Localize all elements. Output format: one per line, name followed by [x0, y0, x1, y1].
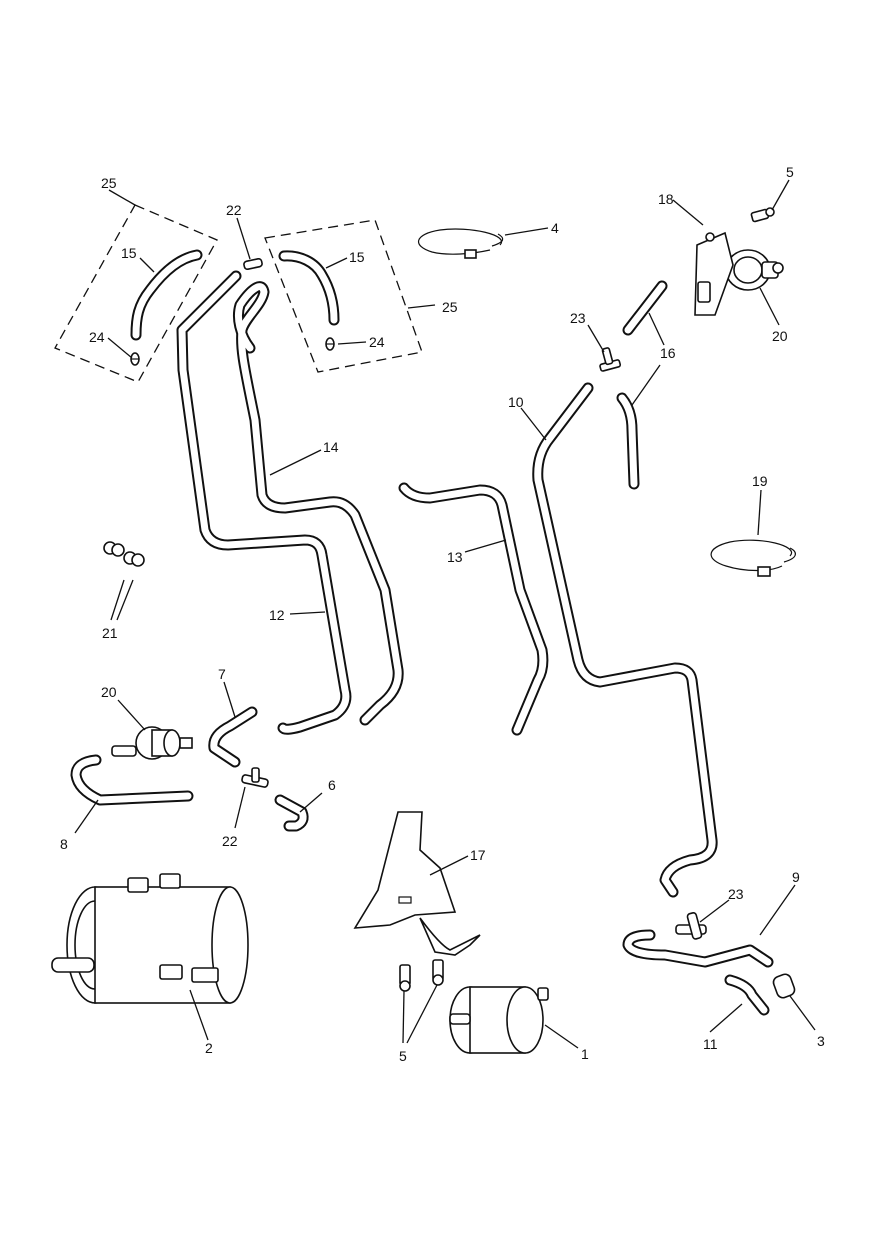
- callout-8: 8: [60, 836, 68, 852]
- hose-6: [274, 794, 309, 832]
- hose-clamp-19: [710, 539, 796, 577]
- callout-24-left: 24: [89, 329, 105, 345]
- clips-21: [103, 541, 145, 567]
- callout-15-left: 15: [121, 245, 137, 261]
- bolt-5-top: [750, 207, 775, 223]
- kit-box-right: [264, 219, 423, 373]
- t-connector-23-top: [599, 347, 622, 372]
- callout-22-lower: 22: [222, 833, 238, 849]
- callout-13: 13: [447, 549, 463, 565]
- callout-6: 6: [328, 777, 336, 793]
- pipe-10: [532, 382, 718, 898]
- callout-19: 19: [752, 473, 768, 489]
- callout-1: 1: [581, 1046, 589, 1062]
- callout-12: 12: [269, 607, 285, 623]
- hose-16-lower: [616, 392, 640, 490]
- callout-15-right: 15: [349, 249, 365, 265]
- fuel-filter-1: [449, 986, 549, 1054]
- bolts-5-bottom: [399, 959, 444, 992]
- callout-21: 21: [102, 625, 118, 641]
- callout-7: 7: [218, 666, 226, 682]
- callout-20-right: 20: [772, 328, 788, 344]
- fuel-filter-20-small: [111, 726, 193, 760]
- callout-23-top: 23: [570, 310, 586, 326]
- hose-11: [724, 974, 770, 1016]
- t-connector-23-lower: [675, 912, 707, 940]
- callout-10: 10: [508, 394, 524, 410]
- callout-14: 14: [323, 439, 339, 455]
- charcoal-canister-2: [51, 873, 249, 1004]
- callout-4: 4: [551, 220, 559, 236]
- callout-2: 2: [205, 1040, 213, 1056]
- callout-16: 16: [660, 345, 676, 361]
- callout-5-top: 5: [786, 164, 794, 180]
- clip-24-right: [325, 337, 335, 351]
- pipe-12: [176, 270, 352, 735]
- t-connector-22-lower: [241, 767, 269, 788]
- callout-23-lower: 23: [728, 886, 744, 902]
- hose-clamp-4: [418, 228, 504, 259]
- pipe-13: [398, 482, 549, 736]
- hose-7: [208, 706, 258, 768]
- hose-end-3: [772, 973, 796, 999]
- bracket-17: [353, 811, 481, 956]
- bracket-18: [694, 231, 734, 316]
- hose-15-left: [130, 249, 203, 341]
- pressure-regulator-20: [725, 249, 784, 291]
- callout-5-bottom: 5: [399, 1048, 407, 1064]
- connector-22-top: [243, 257, 263, 271]
- callout-11: 11: [703, 1036, 718, 1052]
- leader-lines: [74, 179, 816, 1049]
- callout-24-right: 24: [369, 334, 385, 350]
- callout-25-right: 25: [442, 299, 458, 315]
- pipe-14: [232, 281, 404, 726]
- callout-3: 3: [817, 1033, 825, 1049]
- hose-8: [70, 754, 194, 806]
- clip-24-left: [130, 352, 140, 366]
- callout-25-left: 25: [101, 175, 117, 191]
- hose-9: [622, 929, 774, 968]
- callout-18: 18: [658, 191, 674, 207]
- callout-9: 9: [792, 869, 800, 885]
- callout-22-top: 22: [226, 202, 242, 218]
- callout-17: 17: [470, 847, 486, 863]
- hose-15-right: [278, 250, 340, 326]
- callout-20-left: 20: [101, 684, 117, 700]
- hose-16-upper: [622, 280, 668, 336]
